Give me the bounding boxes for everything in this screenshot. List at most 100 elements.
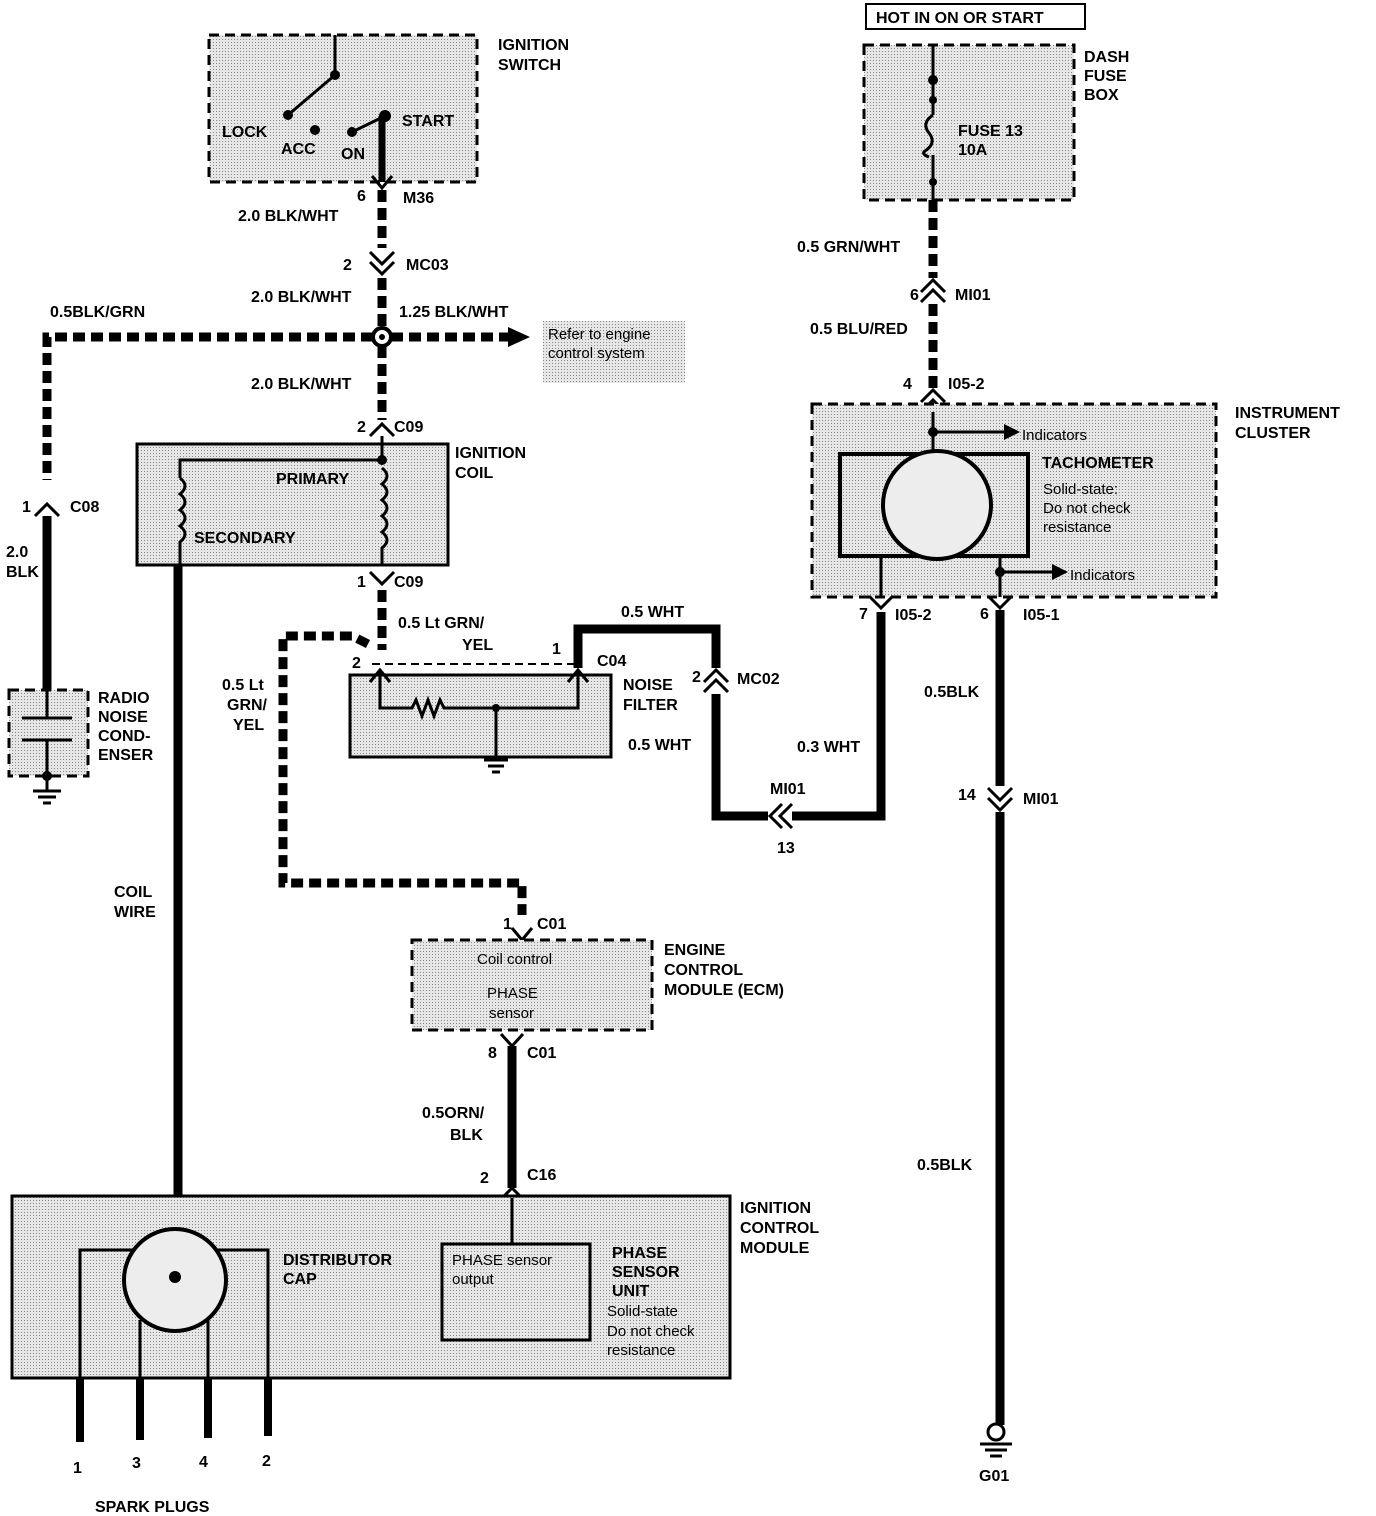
svg-text:0.5ORN/: 0.5ORN/ (422, 1105, 485, 1122)
svg-text:Do not check: Do not check (1043, 500, 1131, 517)
svg-text:resistance: resistance (1043, 519, 1111, 536)
spark-plugs-label: SPARK PLUGS (95, 1499, 210, 1516)
svg-text:C09: C09 (394, 574, 423, 591)
svg-text:Coil control: Coil control (477, 951, 552, 968)
svg-text:Indicators: Indicators (1022, 427, 1087, 444)
svg-text:1: 1 (552, 641, 561, 658)
refer-note-box (543, 321, 685, 383)
svg-text:CAP: CAP (283, 1271, 317, 1288)
svg-text:0.5 BLU/RED: 0.5 BLU/RED (810, 321, 908, 338)
svg-text:YEL: YEL (233, 717, 264, 734)
svg-text:G01: G01 (979, 1468, 1009, 1485)
ignition-switch-title-2: SWITCH (498, 57, 561, 74)
dash-fuse-box: FUSE 13 10A DASH FUSE BOX (862, 43, 1129, 202)
svg-text:Solid-state: Solid-state (607, 1303, 678, 1320)
svg-text:1: 1 (22, 499, 31, 516)
svg-text:WIRE: WIRE (114, 904, 156, 921)
svg-text:0.5 GRN/WHT: 0.5 GRN/WHT (797, 239, 900, 256)
svg-text:UNIT: UNIT (612, 1283, 650, 1300)
svg-text:C09: C09 (394, 419, 423, 436)
wire-lt-grn-yel-to-ecm (278, 631, 527, 915)
svg-text:ENSER: ENSER (98, 747, 154, 764)
svg-text:BLK: BLK (6, 564, 39, 581)
arrow-right-icon (1052, 564, 1068, 580)
svg-text:CLUSTER: CLUSTER (1235, 425, 1311, 442)
wire-label: 2.0 BLK/WHT (238, 208, 339, 225)
on-label: ON (341, 146, 365, 163)
svg-text:COIL: COIL (455, 465, 493, 482)
svg-text:2: 2 (357, 419, 366, 436)
svg-text:0.5BLK/GRN: 0.5BLK/GRN (50, 304, 145, 321)
spark-plug-leads: 1 3 4 2 SPARK PLUGS (73, 1378, 272, 1516)
svg-text:CONTROL: CONTROL (740, 1220, 819, 1237)
radio-noise-condenser: RADIO NOISE COND- ENSER (7, 688, 154, 790)
svg-text:Refer to engine: Refer to engine (548, 326, 651, 343)
svg-text:MI01: MI01 (955, 287, 991, 304)
ignition-coil: PRIMARY SECONDARY IGNITION COIL (135, 436, 526, 567)
svg-text:0.5 Lt GRN/: 0.5 Lt GRN/ (398, 615, 485, 632)
connector-c09-top: 2 C09 (357, 419, 423, 438)
svg-text:PHASE sensor: PHASE sensor (452, 1252, 552, 1269)
svg-text:4: 4 (903, 376, 912, 393)
svg-text:GRN/: GRN/ (227, 697, 268, 714)
svg-text:0.3 WHT: 0.3 WHT (797, 739, 860, 756)
svg-text:MI01: MI01 (1023, 791, 1059, 808)
svg-text:COND-: COND- (98, 728, 150, 745)
hot-in-label: HOT IN ON OR START (876, 10, 1044, 27)
svg-text:1: 1 (503, 916, 512, 933)
svg-text:COIL: COIL (114, 884, 152, 901)
svg-text:SENSOR: SENSOR (612, 1264, 680, 1281)
svg-text:NOISE: NOISE (98, 709, 148, 726)
connector-mi01-14: 14 MI01 (958, 786, 1059, 813)
start-label: START (402, 113, 454, 130)
tachometer-label: TACHOMETER (1042, 455, 1154, 472)
primary-label: PRIMARY (276, 471, 350, 488)
connector-c09-bottom: 1 C09 (357, 570, 423, 591)
svg-text:14: 14 (958, 787, 976, 804)
lock-label: LOCK (222, 124, 268, 141)
svg-text:8: 8 (488, 1045, 497, 1062)
connector-c01-bottom: 8 C01 (488, 1032, 556, 1062)
connector-c01-top: 1 C01 (503, 916, 566, 943)
svg-text:MODULE: MODULE (740, 1240, 810, 1257)
ignition-switch-title: IGNITION (498, 37, 569, 54)
svg-text:MC03: MC03 (406, 257, 449, 274)
svg-text:ENGINE: ENGINE (664, 942, 726, 959)
svg-text:6: 6 (357, 188, 366, 205)
svg-text:FUSE: FUSE (1084, 68, 1127, 85)
svg-text:resistance: resistance (607, 1342, 675, 1359)
svg-text:Solid-state:: Solid-state: (1043, 481, 1118, 498)
svg-text:Do not check: Do not check (607, 1323, 695, 1340)
wire-0-5-wht-top (573, 624, 721, 668)
svg-text:output: output (452, 1271, 495, 1288)
phase-sensor-output-box (440, 1242, 592, 1342)
ignition-switch: LOCK ACC ON START IGNITION SWITCH (207, 33, 569, 184)
svg-text:I05-1: I05-1 (1023, 607, 1060, 624)
connector-m36: 6 M36 (357, 175, 434, 207)
svg-text:RADIO: RADIO (98, 690, 150, 707)
hot-in-label-box (865, 3, 1086, 30)
engine-control-module: Coil control PHASE sensor ENGINE CONTROL… (410, 938, 784, 1032)
svg-text:control system: control system (548, 345, 645, 362)
svg-text:DISTRIBUTOR: DISTRIBUTOR (283, 1252, 392, 1269)
fuse-label: FUSE 13 (958, 123, 1023, 140)
svg-text:0.5BLK: 0.5BLK (917, 1157, 973, 1174)
svg-text:PHASE: PHASE (487, 985, 538, 1002)
svg-text:2: 2 (352, 655, 361, 672)
svg-text:2.0 BLK/WHT: 2.0 BLK/WHT (251, 376, 352, 393)
svg-text:0.5 WHT: 0.5 WHT (628, 737, 691, 754)
tachometer-gauge-icon (881, 449, 993, 561)
distributor-cap: DISTRIBUTOR CAP (78, 1227, 392, 1378)
svg-text:DASH: DASH (1084, 49, 1129, 66)
secondary-label: SECONDARY (194, 530, 296, 547)
svg-text:1: 1 (73, 1460, 82, 1477)
ground-g01-icon: G01 (979, 1422, 1012, 1485)
svg-text:MC02: MC02 (737, 671, 780, 688)
svg-text:MODULE (ECM): MODULE (ECM) (664, 982, 784, 999)
arrow-right-icon (508, 327, 530, 347)
svg-text:2: 2 (343, 257, 352, 274)
connector-c16: 2 C16 (480, 1167, 556, 1200)
wire-0-5-wht-lower (711, 694, 768, 821)
svg-text:sensor: sensor (489, 1005, 534, 1022)
svg-text:2.0: 2.0 (6, 544, 28, 561)
